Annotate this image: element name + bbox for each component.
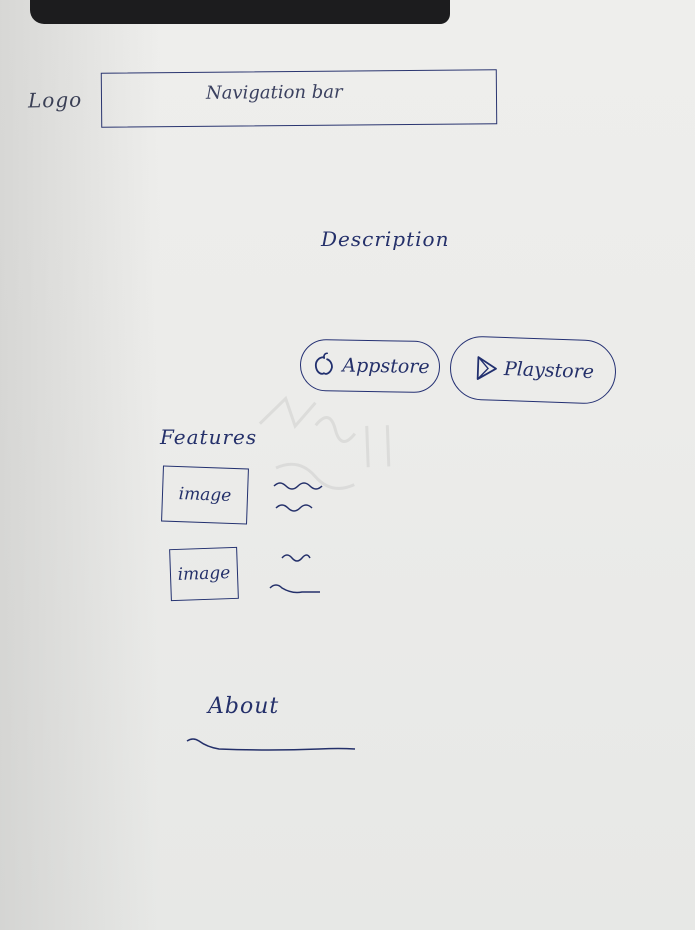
features-heading: Features — [160, 425, 258, 449]
paper-shadow — [0, 0, 160, 930]
playstore-button[interactable]: Playstore — [448, 335, 618, 405]
play-icon — [476, 356, 497, 380]
feature-text-placeholder-2 — [269, 554, 320, 594]
logo[interactable]: Logo — [27, 87, 83, 113]
navigation-bar-label: Navigation bar — [205, 81, 343, 104]
feature-text-placeholder-1 — [273, 482, 323, 512]
apple-icon — [315, 352, 334, 375]
feature-image-1: image — [161, 465, 249, 525]
description-text: Description — [321, 227, 450, 251]
feature-image-label: image — [177, 563, 231, 585]
about-heading: About — [208, 694, 280, 719]
appstore-label: Appstore — [342, 354, 430, 379]
appstore-button[interactable]: Appstore — [299, 338, 441, 394]
device-edge — [30, 0, 450, 24]
feature-image-2: image — [169, 546, 239, 602]
navigation-bar[interactable]: Navigation bar — [100, 69, 498, 128]
ghost-writing — [258, 395, 391, 490]
about-text-placeholder — [186, 738, 356, 751]
feature-image-label: image — [178, 484, 232, 506]
playstore-label: Playstore — [503, 357, 595, 384]
